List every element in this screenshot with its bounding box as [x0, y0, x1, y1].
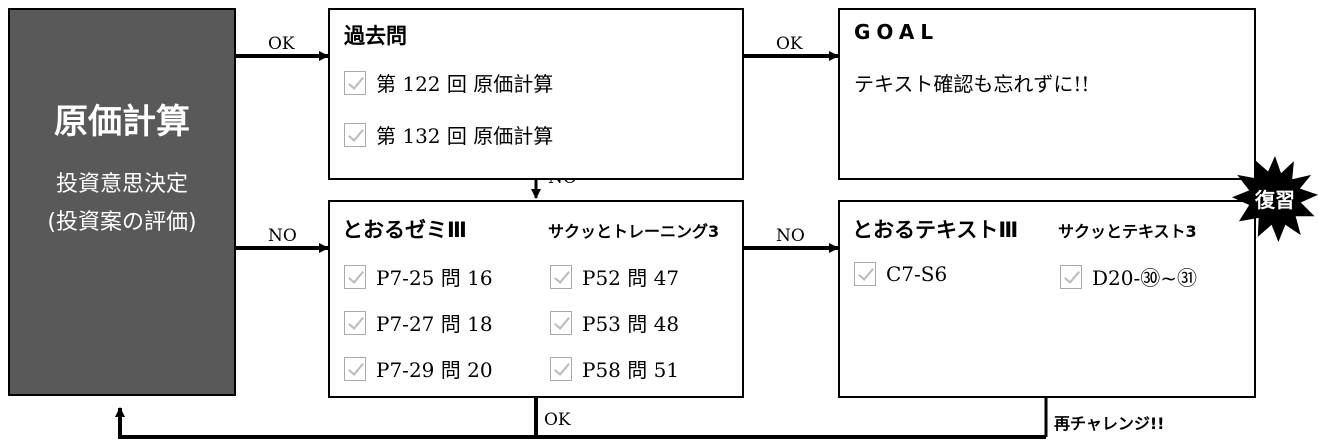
- training-item-label: P52 問 47: [582, 266, 680, 290]
- checkbox-icon[interactable]: [344, 310, 366, 335]
- past-exam-label: 第 132 回 原価計算: [376, 124, 554, 148]
- past-exam-label: 第 122 回 原価計算: [376, 72, 554, 96]
- arrow-feedback-loop: [115, 398, 538, 439]
- label-no-to-text: NO: [776, 226, 805, 246]
- review-starburst-icon: [1232, 156, 1318, 242]
- past-exam-item[interactable]: 第 122 回 原価計算: [344, 68, 553, 97]
- checkbox-icon[interactable]: [344, 264, 366, 289]
- checkbox-icon[interactable]: [550, 264, 572, 289]
- zemi-item-label: P7-29 問 20: [376, 358, 493, 382]
- zemi-item-label: P7-27 問 18: [376, 312, 493, 336]
- topic-subtitle-line2: (投資案の評価): [47, 210, 197, 235]
- checkbox-icon[interactable]: [344, 356, 366, 381]
- topic-panel: 原価計算 投資意思決定 (投資案の評価): [8, 8, 236, 396]
- zemi-item[interactable]: P7-27 問 18: [344, 308, 493, 337]
- label-retry: 再チャレンジ!!: [1054, 414, 1165, 433]
- goal-title: GOAL: [854, 20, 940, 44]
- sakutto-text-title: サクッとテキスト3: [1058, 222, 1197, 241]
- training-item-label: P58 問 51: [582, 358, 680, 382]
- label-ok-to-goal: OK: [776, 34, 803, 54]
- zemi-item[interactable]: P7-25 問 16: [344, 262, 493, 291]
- checkbox-icon[interactable]: [550, 356, 572, 381]
- sakutto-text-item[interactable]: D20-㉚~㉛: [1060, 262, 1197, 291]
- checkbox-icon[interactable]: [854, 262, 876, 286]
- label-ok-to-past: OK: [268, 34, 295, 54]
- checkbox-icon[interactable]: [344, 70, 366, 95]
- training-title: サクッとトレーニング3: [548, 222, 720, 241]
- training-item-label: P53 問 48: [582, 312, 680, 336]
- zemi-item[interactable]: P7-29 問 20: [344, 354, 493, 383]
- training-item[interactable]: P53 問 48: [550, 308, 679, 337]
- past-exam-item[interactable]: 第 132 回 原価計算: [344, 120, 553, 149]
- label-ok-bottom: OK: [544, 410, 571, 430]
- checkbox-icon[interactable]: [550, 310, 572, 335]
- zemi-box: とおるゼミⅢ P7-25 問 16 P7-27 問 18 P7-29 問 20 …: [328, 200, 744, 398]
- checkbox-icon[interactable]: [1060, 264, 1082, 289]
- zemi-item-label: P7-25 問 16: [376, 266, 493, 290]
- past-exams-title: 過去問: [344, 24, 407, 48]
- goal-text: テキスト確認も忘れずに!!: [854, 72, 1090, 96]
- textbook-item[interactable]: C7-S6: [854, 262, 947, 286]
- training-item[interactable]: P58 問 51: [550, 354, 679, 383]
- textbook-item-label: C7-S6: [886, 262, 948, 286]
- training-item[interactable]: P52 問 47: [550, 262, 679, 291]
- topic-subtitle-line1: 投資意思決定: [55, 172, 188, 197]
- checkbox-icon[interactable]: [344, 122, 366, 147]
- textbook-title: とおるテキストⅢ: [852, 218, 1019, 242]
- label-no-to-zemi: NO: [268, 226, 297, 246]
- review-badge-label: 復習: [1255, 188, 1295, 212]
- sakutto-text-item-label: D20-㉚~㉛: [1092, 266, 1197, 290]
- goal-box: GOAL テキスト確認も忘れずに!!: [838, 8, 1256, 180]
- topic-title: 原価計算: [54, 102, 190, 142]
- zemi-title: とおるゼミⅢ: [342, 218, 467, 242]
- textbook-box: とおるテキストⅢ C7-S6 サクッとテキスト3 D20-㉚~㉛: [838, 200, 1256, 398]
- past-exams-box: 過去問 第 122 回 原価計算 第 132 回 原価計算: [328, 8, 744, 180]
